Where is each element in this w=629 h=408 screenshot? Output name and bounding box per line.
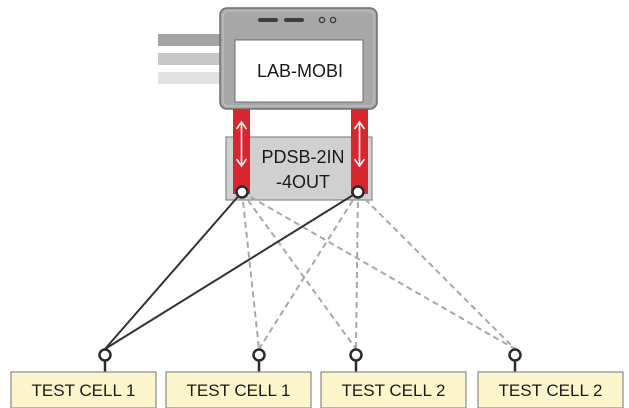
- test-cell-4[interactable]: TEST CELL 2: [477, 371, 624, 408]
- device-status-bar: [258, 18, 278, 22]
- link-out2-cell1: [104, 191, 359, 350]
- switch-output-port-2[interactable]: [351, 185, 365, 199]
- link-out1-cell1: [104, 191, 243, 350]
- cell-connector-1: [98, 348, 112, 362]
- test-cell-label: TEST CELL 2: [499, 381, 603, 400]
- link-out2-cell3: [355, 191, 359, 350]
- test-cell-label: TEST CELL 1: [32, 381, 136, 400]
- active-links: [104, 191, 359, 350]
- red-cable-left: [233, 109, 250, 194]
- test-cell-2[interactable]: TEST CELL 1: [165, 371, 312, 408]
- test-cell-1[interactable]: TEST CELL 1: [10, 371, 157, 408]
- link-out1-cell3: [241, 191, 357, 350]
- link-out1-cell2: [241, 191, 260, 350]
- inactive-links: [241, 191, 516, 350]
- pdsb-switch[interactable]: PDSB-2IN -4OUT: [225, 136, 373, 201]
- switch-output-port-1[interactable]: [235, 185, 249, 199]
- lab-mobi-device[interactable]: LAB-MOBI: [219, 7, 378, 110]
- cell-connector-4: [508, 348, 522, 362]
- switch-name-line2: -4OUT: [276, 172, 330, 192]
- link-out2-cell4: [357, 191, 516, 350]
- device-side-stripes: [158, 34, 220, 84]
- test-cell-label: TEST CELL 1: [187, 381, 291, 400]
- cell-connector-2: [252, 348, 266, 362]
- cell-connector-3: [349, 348, 363, 362]
- device-screen: [234, 39, 364, 103]
- switch-name-line1: PDSB-2IN: [261, 147, 344, 167]
- device-led-icon: [318, 16, 326, 24]
- test-cell-3[interactable]: TEST CELL 2: [320, 371, 467, 408]
- link-out1-cell4: [241, 191, 516, 350]
- test-cell-label: TEST CELL 2: [342, 381, 446, 400]
- cell-connectors: [98, 348, 522, 372]
- link-out2-cell2: [258, 191, 359, 350]
- device-name: LAB-MOBI: [257, 61, 343, 81]
- red-cable-right: [351, 109, 368, 194]
